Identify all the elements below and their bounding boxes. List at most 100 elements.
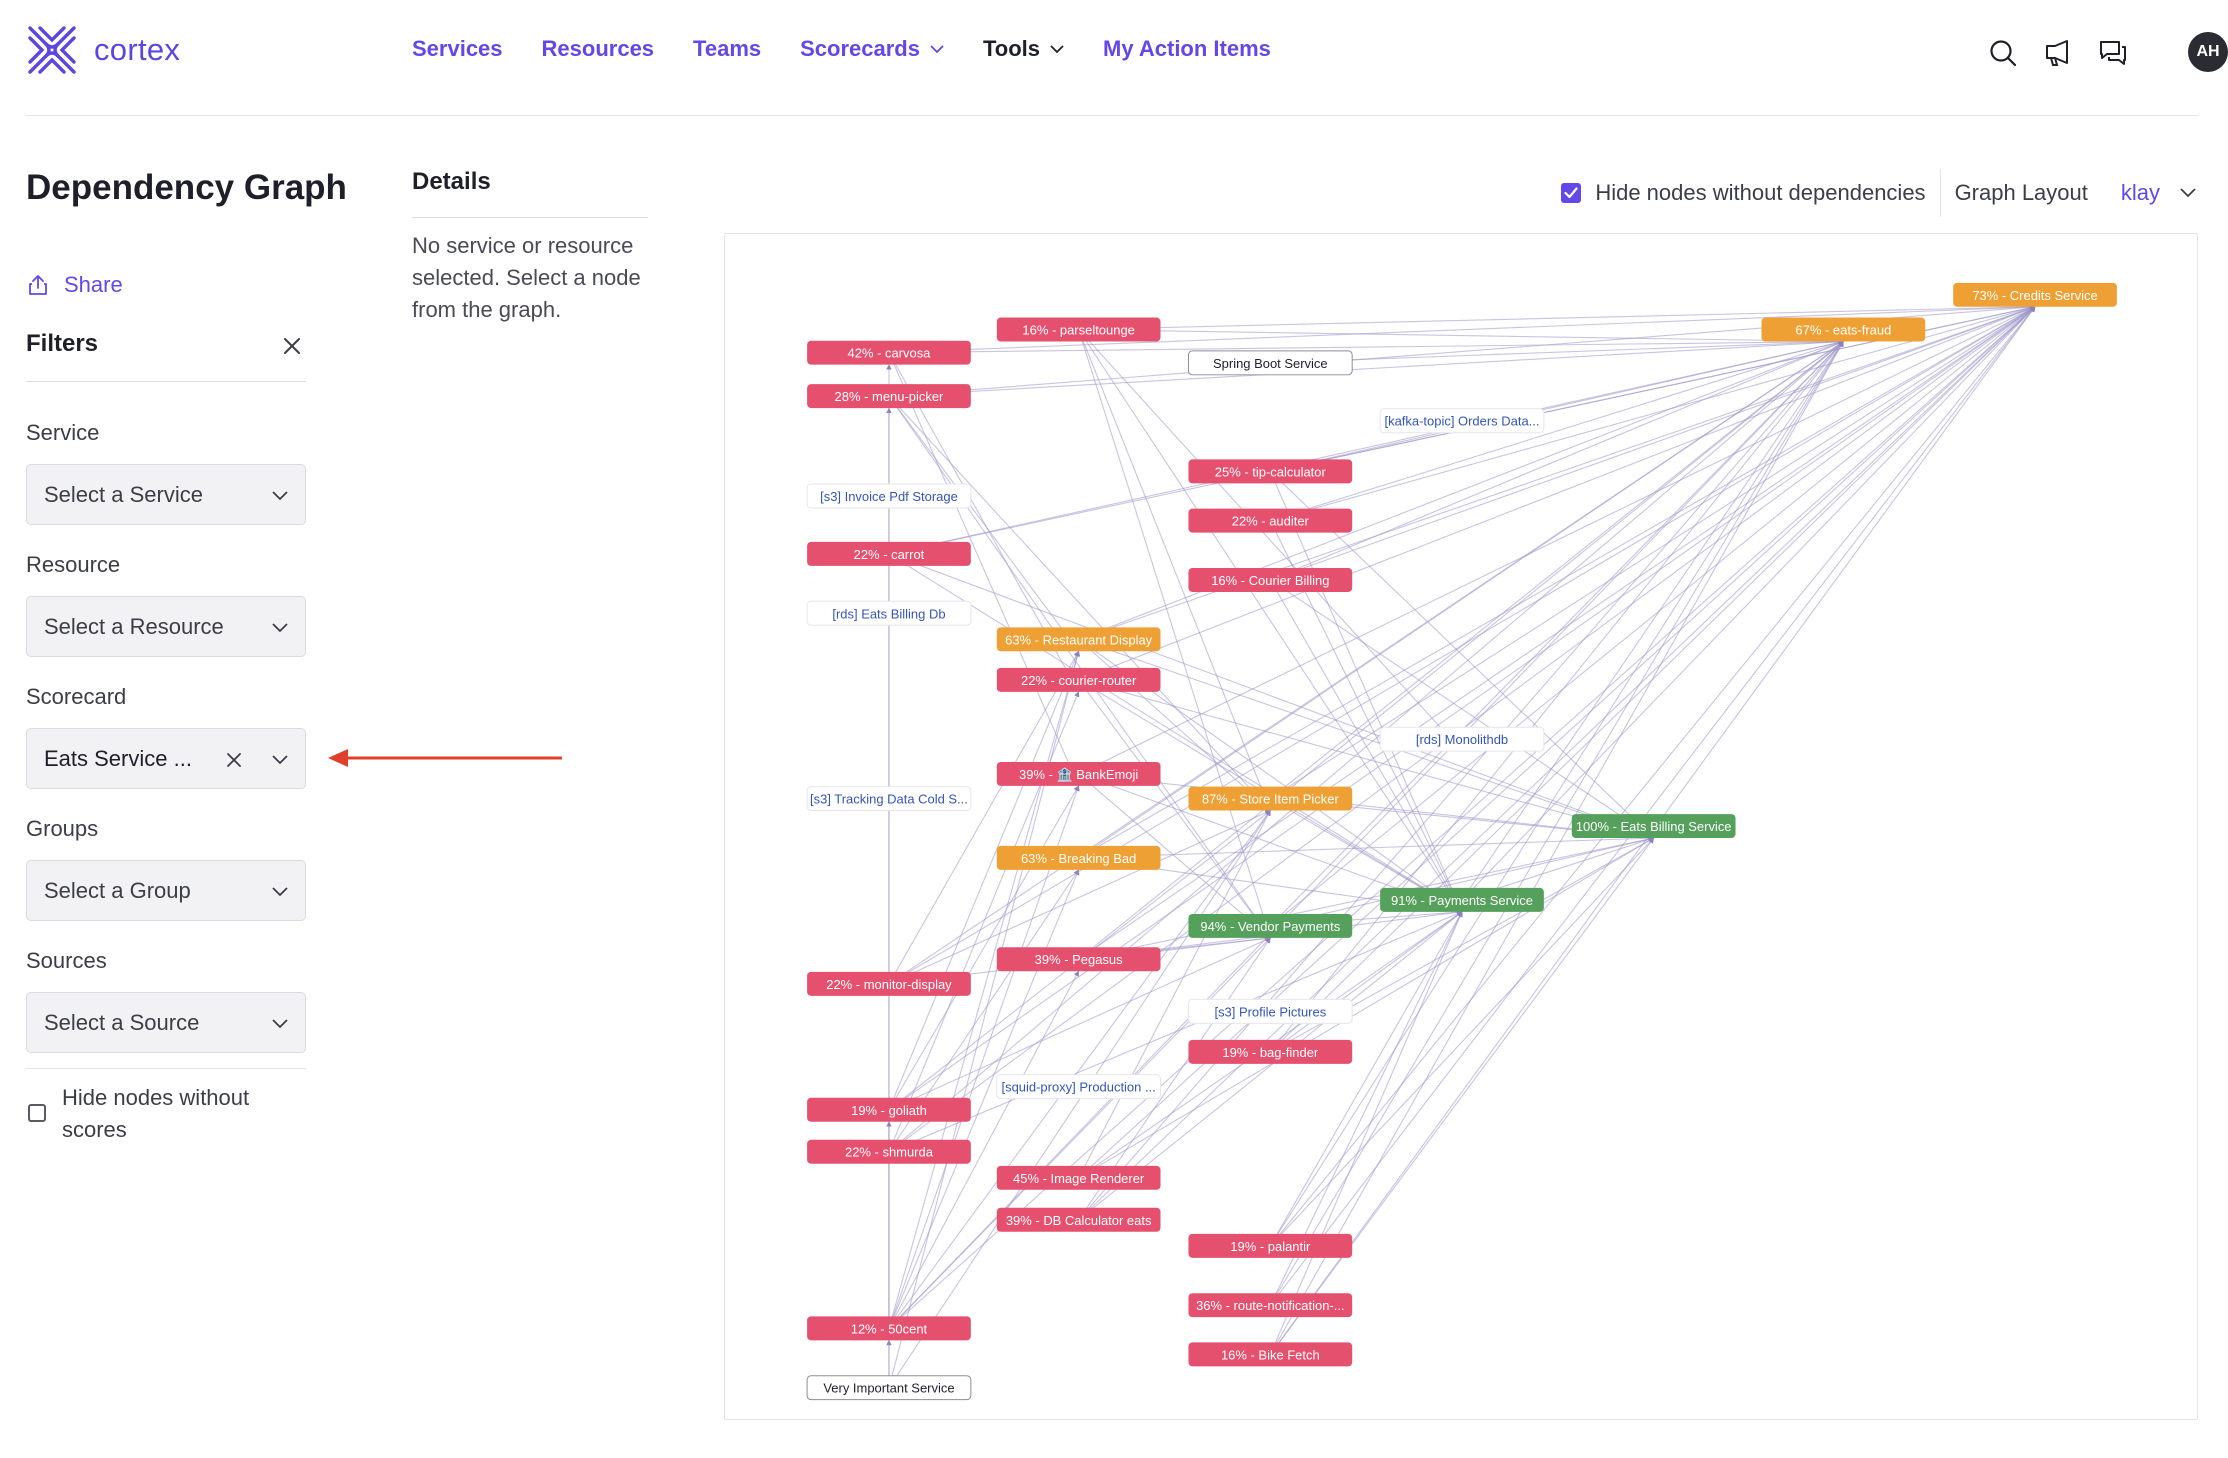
nav-scorecards[interactable]: Scorecards bbox=[800, 36, 944, 62]
graph-node[interactable]: 22% - courier-router bbox=[996, 667, 1161, 692]
dependency-graph-canvas[interactable]: 73% - Credits Service 16% - parseltounge 6… bbox=[724, 233, 2198, 1420]
graph-node-box bbox=[1188, 786, 1353, 811]
hide-no-deps-checkbox[interactable] bbox=[1561, 183, 1582, 203]
graph-node[interactable]: Spring Boot Service bbox=[1187, 350, 1353, 376]
graph-node[interactable]: [rds] Monolithdb bbox=[1379, 726, 1545, 752]
megaphone-icon[interactable] bbox=[2043, 38, 2073, 68]
graph-edge bbox=[1078, 329, 1272, 812]
scorecard-select[interactable]: Eats Service ... bbox=[26, 728, 306, 789]
graph-edge bbox=[1269, 306, 2036, 927]
controls-divider bbox=[1939, 169, 1941, 217]
dependency-graph-svg[interactable]: 73% - Credits Service 16% - parseltounge 6… bbox=[725, 234, 2197, 1419]
graph-node[interactable]: 25% - tip-calculator bbox=[1188, 459, 1353, 484]
user-initials: AH bbox=[2196, 43, 2220, 60]
graph-node-label: 100% - Eats Billing Service bbox=[1576, 819, 1732, 834]
graph-node[interactable]: 100% - Eats Billing Service bbox=[1571, 814, 1736, 839]
graph-node-label: [s3] Tracking Data Cold S... bbox=[810, 792, 968, 807]
graph-node[interactable]: 22% - monitor-display bbox=[807, 971, 971, 996]
graph-node[interactable]: 42% - carvosa bbox=[807, 340, 971, 365]
graph-node-box bbox=[1188, 1342, 1353, 1367]
graph-node-box bbox=[996, 317, 1161, 342]
graph-layout-select[interactable]: klay bbox=[2120, 180, 2160, 205]
resource-select[interactable]: Select a Resource bbox=[26, 596, 306, 657]
graph-node[interactable]: 22% - auditer bbox=[1188, 508, 1353, 533]
graph-edge bbox=[1270, 579, 1655, 839]
graph-node[interactable]: 19% - goliath bbox=[807, 1097, 971, 1122]
graph-node[interactable]: 45% - Image Renderer bbox=[996, 1165, 1161, 1190]
graph-node[interactable]: 16% - Bike Fetch bbox=[1188, 1342, 1353, 1367]
user-avatar[interactable]: AH bbox=[2188, 32, 2228, 72]
graph-node[interactable]: 19% - bag-finder bbox=[1188, 1039, 1353, 1064]
graph-node[interactable]: 28% - menu-picker bbox=[807, 384, 971, 409]
graph-node[interactable]: 36% - route-notification-... bbox=[1188, 1293, 1353, 1318]
groups-select-placeholder: Select a Group bbox=[44, 877, 191, 903]
graph-node-label: 67% - eats-fraud bbox=[1795, 323, 1891, 338]
chevron-down-icon[interactable] bbox=[2180, 188, 2196, 198]
graph-edge bbox=[1078, 306, 2036, 1221]
nav-tools[interactable]: Tools bbox=[983, 36, 1064, 62]
graph-node[interactable]: [squid-proxy] Production ... bbox=[996, 1074, 1162, 1100]
nav-services[interactable]: Services bbox=[412, 36, 503, 62]
resource-select-placeholder: Select a Resource bbox=[44, 613, 224, 639]
graph-edge bbox=[888, 304, 2036, 354]
nav-teams[interactable]: Teams bbox=[693, 36, 761, 62]
close-icon[interactable] bbox=[282, 336, 302, 356]
graph-edge bbox=[1078, 341, 1844, 1221]
graph-node[interactable]: 39% - Pegasus bbox=[996, 947, 1161, 972]
graph-node[interactable]: 94% - Vendor Payments bbox=[1188, 913, 1353, 938]
graph-node[interactable]: 39% - DB Calculator eats bbox=[996, 1207, 1161, 1232]
nav-my-action-items[interactable]: My Action Items bbox=[1103, 36, 1271, 62]
chevron-down-icon bbox=[272, 755, 288, 765]
graph-node[interactable]: 87% - Store Item Picker bbox=[1188, 786, 1353, 811]
graph-node[interactable]: [rds] Eats Billing Db bbox=[806, 600, 972, 626]
graph-edge bbox=[888, 339, 1844, 397]
graph-node[interactable]: 63% - Breaking Bad bbox=[996, 845, 1161, 870]
graph-node-label: 39% - 🏦 BankEmoji bbox=[1019, 767, 1138, 782]
graph-node[interactable]: 16% - parseltounge bbox=[996, 317, 1161, 342]
graph-node[interactable]: 39% - 🏦 BankEmoji bbox=[996, 761, 1161, 786]
chevron-down-icon bbox=[930, 44, 944, 53]
graph-edge bbox=[1078, 341, 1844, 960]
graph-node-label: 19% - bag-finder bbox=[1222, 1045, 1319, 1060]
graph-edge bbox=[888, 341, 1844, 1329]
graph-node[interactable]: [s3] Profile Pictures bbox=[1187, 998, 1353, 1024]
hide-no-scores-checkbox[interactable] bbox=[28, 1104, 46, 1122]
graph-node-label: 87% - Store Item Picker bbox=[1202, 792, 1340, 807]
graph-node[interactable]: [s3] Invoice Pdf Storage bbox=[806, 483, 972, 509]
graph-edge bbox=[1078, 328, 1844, 345]
graph-node[interactable]: Very Important Service bbox=[806, 1375, 972, 1401]
chat-icon[interactable] bbox=[2098, 38, 2128, 68]
graph-edge bbox=[1078, 306, 2036, 1179]
graph-node-label: 16% - Courier Billing bbox=[1211, 573, 1329, 588]
share-button[interactable]: Share bbox=[28, 272, 123, 298]
graph-node-label: 22% - monitor-display bbox=[826, 977, 952, 992]
sources-select[interactable]: Select a Source bbox=[26, 992, 306, 1053]
cortex-logo[interactable]: cortex bbox=[26, 24, 180, 76]
service-select[interactable]: Select a Service bbox=[26, 464, 306, 525]
cortex-logo-icon bbox=[28, 26, 76, 74]
graph-node-label: 39% - DB Calculator eats bbox=[1006, 1213, 1152, 1228]
graph-edge bbox=[1269, 837, 1655, 1355]
graph-node[interactable]: 91% - Payments Service bbox=[1380, 887, 1544, 912]
nav-resources[interactable]: Resources bbox=[542, 36, 655, 62]
graph-node[interactable]: 73% - Credits Service bbox=[1953, 282, 2117, 307]
page-title: Dependency Graph bbox=[26, 168, 347, 207]
graph-node[interactable]: 19% - palantir bbox=[1188, 1233, 1353, 1258]
graph-node-box bbox=[996, 947, 1161, 972]
chevron-down-icon bbox=[1050, 44, 1064, 53]
filters-divider bbox=[26, 1068, 306, 1069]
groups-select[interactable]: Select a Group bbox=[26, 860, 306, 921]
graph-node-label: 42% - carvosa bbox=[848, 346, 932, 361]
graph-node[interactable]: 16% - Courier Billing bbox=[1188, 567, 1353, 592]
graph-node[interactable]: 63% - Restaurant Display bbox=[996, 627, 1161, 652]
nav-services-label: Services bbox=[412, 36, 503, 61]
search-icon[interactable] bbox=[1988, 38, 2018, 68]
graph-node[interactable]: 22% - carrot bbox=[807, 541, 971, 566]
clear-icon[interactable] bbox=[225, 751, 243, 769]
graph-node[interactable]: [s3] Tracking Data Cold S... bbox=[806, 786, 972, 812]
graph-node[interactable]: 67% - eats-fraud bbox=[1761, 317, 1926, 342]
graph-node[interactable]: 12% - 50cent bbox=[807, 1316, 971, 1341]
graph-node[interactable]: [kafka-topic] Orders Data... bbox=[1379, 408, 1545, 434]
graph-node[interactable]: 22% - shmurda bbox=[807, 1139, 971, 1164]
graph-edge bbox=[1269, 341, 1844, 927]
